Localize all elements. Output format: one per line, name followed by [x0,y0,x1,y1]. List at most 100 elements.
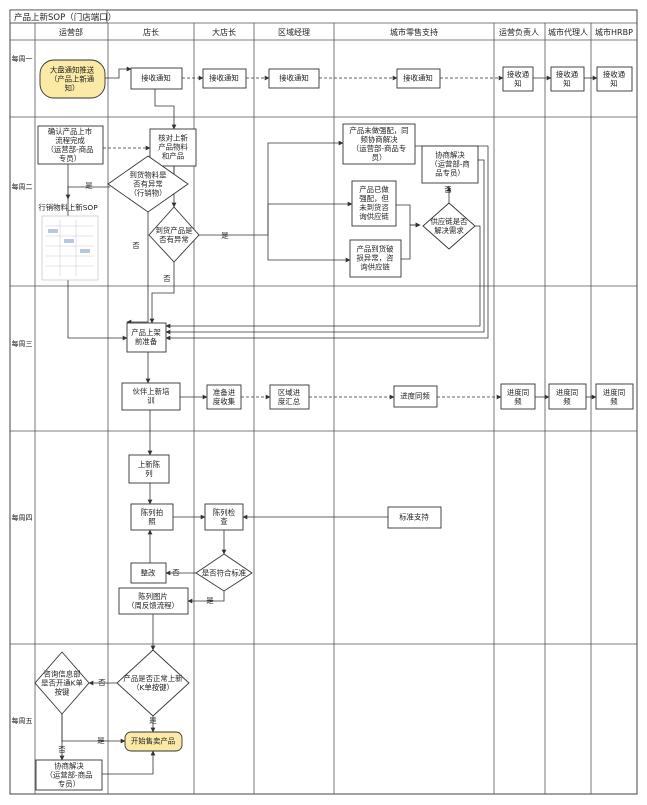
node-label-line: （K单按键） [132,683,174,692]
node-label-line: 接收通 [507,70,530,79]
inspect-shape [204,503,244,531]
material-decision-shape [107,155,189,213]
sync-agent-node: 进度同频 [556,388,578,406]
check-shape [149,128,197,167]
node-label-line: 频协商解决 [361,135,399,144]
node-label-line: 产品未做强配，同 [349,126,408,135]
recv-store-node: 接收通知 [141,74,171,83]
recv-agent-shape [550,66,585,92]
edge-label-yes: 是 [206,596,214,605]
standard-decision-node: 是否符合标准 [202,569,247,578]
standard-decision-shape [195,553,253,592]
recv-opslead-node: 接收通知 [507,70,530,88]
node-label-line: 进度同 [603,388,625,397]
column-header-senior-manager: 大店长 [212,27,236,37]
page-title: 产品上新SOP（门店端口） [14,12,116,23]
launch-decision-node: 产品是否正常上新（K单按键） [123,674,183,692]
node-label-line: 知 [563,79,570,88]
node-label-line: 询供应链 [359,212,389,221]
node-label-line: 是否开通K单 [41,679,83,688]
unmatched-shape [342,123,416,165]
node-label-line: （运营部-商品专 [352,144,406,153]
swimlane-grid [9,9,638,795]
node-label-line: 准备进 [213,388,236,397]
node-label-line: 流程完成 [55,136,85,145]
node-label-line: 未到货咨 [359,203,389,212]
recv-city-shape [396,68,441,89]
node-label-line: （周反馈流程） [127,601,179,610]
edge-supply-yes-to-prepare [165,225,481,329]
edge-check-yes-pic [187,591,225,604]
edge-kbtn-yes-sell [61,714,126,744]
edge-label-no: 否 [98,678,106,687]
node-label-line: 前准备 [135,337,158,346]
kbtn-decision-shape [34,651,90,715]
recv-city-node: 接收通知 [403,74,433,83]
start-node-shape [39,59,106,99]
sync-city-node: 进度同频 [400,392,430,401]
material-sop-label: 行销物料上新SOP [38,203,98,212]
row-header-monday: 每周一 [12,54,33,63]
sync-hrbp-shape [595,383,634,410]
node-label-line: 上新陈 [138,460,161,469]
recv-opslead-shape [502,66,534,92]
node-label-line: 进度同频 [400,392,430,401]
prepare-shape [126,322,167,353]
edge-label-yes: 是 [85,181,93,190]
sync-hrbp-node: 进度同频 [603,388,625,406]
column-header-ops-lead: 运营负责人 [499,27,539,37]
node-label-line: 度收集 [213,397,236,406]
node-label-line: 陈列图片 [138,592,168,601]
edge-negotiate-to-prepare [165,159,485,335]
node-label-line: 知 [610,79,617,88]
edge-negotiate-to-sell [102,750,156,775]
edge-recv-to-check [154,89,177,130]
node-label-line: 协商解决 [54,762,84,771]
recv-senior-node: 接收通知 [209,74,239,83]
node-label-line: 训 [147,396,154,405]
launch-decision-shape [116,649,190,717]
node-label-line: 是否符合标准 [202,569,247,578]
rectify-shape [130,562,167,584]
node-label-line: 产品是否正常上新 [123,674,183,683]
node-label-line: 伙伴上新培 [133,387,171,396]
edge-product-yes-damaged [267,235,351,263]
row-header-wednesday: 每周三 [12,339,33,348]
sync-opslead-shape [500,383,536,410]
node-label-line: 区域进 [278,388,301,397]
node-label-line: 接收通知 [141,74,171,83]
recv-store-shape [130,67,183,90]
node-label-line: 陈列检 [213,508,236,517]
node-label-line: 进度同 [556,388,578,397]
node-label-line: 接收通知 [279,74,309,83]
sell-shape [124,731,183,752]
edge-label-no: 否 [163,274,171,283]
node-label-line: 产品到货破 [357,245,395,254]
recv-hrbp-node: 接收通知 [603,70,626,88]
negotiate1-shape [421,145,479,184]
display-pic-node: 陈列图片（周反馈流程） [127,592,179,610]
node-label-line: 否有异常 [133,180,163,189]
training-shape [121,382,181,411]
node-label-line: 产品已做 [359,185,389,194]
node-label-line: 强配，但 [359,194,389,203]
edge-matched-to-supply [396,204,421,228]
matched-shape [351,180,397,227]
node-label-line: 频 [563,397,571,406]
sell-node: 开始售卖产品 [131,737,175,746]
node-label-line: 接收通知 [209,74,239,83]
edge-label-no: 否 [172,568,180,577]
row-header-thursday: 每周四 [12,513,33,522]
recv-agent-node: 接收通知 [556,70,579,88]
edge-material-no [126,212,149,325]
